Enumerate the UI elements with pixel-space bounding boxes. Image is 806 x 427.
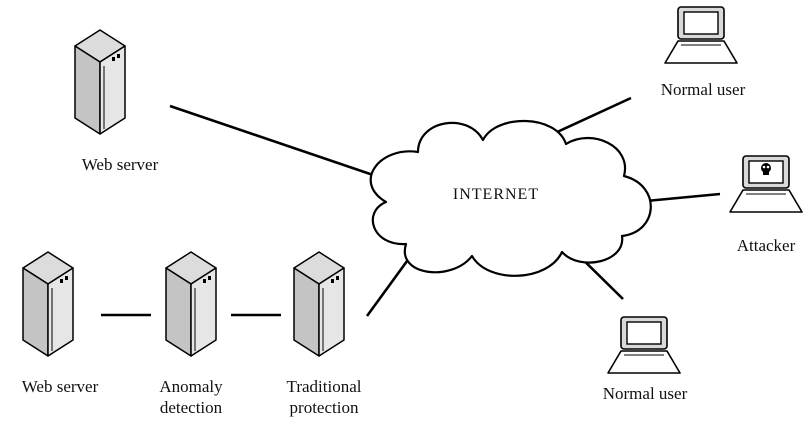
anomaly-detection-label: Anomaly detection: [141, 376, 241, 418]
attacker-laptop-icon: [729, 155, 803, 213]
edge-normaluser-top-internet: [554, 96, 632, 135]
normal-user-bottom-label: Normal user: [602, 384, 688, 403]
normal-user-top-label: Normal user: [660, 80, 746, 99]
attacker-label: Attacker: [736, 236, 796, 255]
connection-lines: [101, 96, 721, 317]
normal-user-top-laptop-icon: [664, 6, 738, 64]
anomaly-detection-label-line2: detection: [159, 398, 223, 417]
web-server-top-label: Web server: [81, 155, 159, 174]
internet-cloud: [369, 119, 652, 277]
anomaly-detection-label-line1: Anomaly: [159, 377, 223, 396]
internet-label: INTERNET: [452, 186, 540, 203]
traditional-protection-label-line1: Traditional: [286, 377, 362, 396]
traditional-protection-server-icon: [293, 251, 345, 357]
traditional-protection-label-line2: protection: [289, 398, 359, 417]
web-server-bottom-icon: [22, 251, 74, 357]
normal-user-bottom-laptop-icon: [607, 316, 681, 374]
web-server-top-icon: [74, 29, 126, 135]
traditional-protection-label: Traditional protection: [264, 376, 384, 418]
anomaly-detection-server-icon: [165, 251, 217, 357]
edge-webserver-internet: [169, 104, 383, 180]
edge-attacker-internet: [645, 192, 721, 203]
web-server-bottom-label: Web server: [21, 377, 99, 396]
